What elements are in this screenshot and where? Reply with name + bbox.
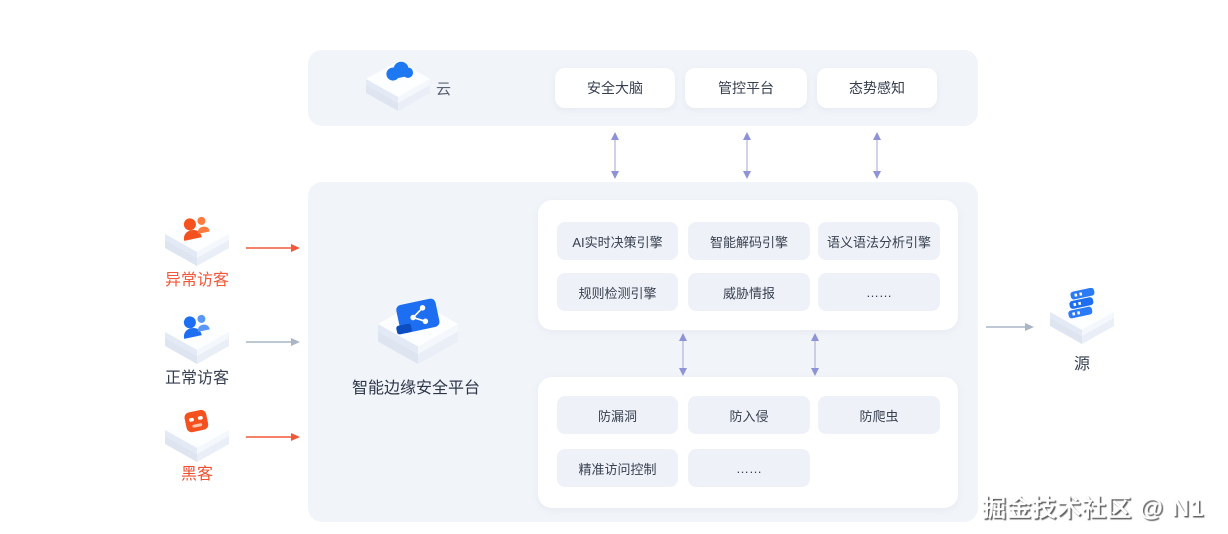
protection-card: 防漏洞 防入侵 防爬虫 精准访问控制 …… <box>538 377 958 508</box>
cloud-module-situation-awareness: 态势感知 <box>817 68 937 108</box>
cloud-module-security-brain: 安全大脑 <box>555 68 675 108</box>
chip-precise-access-control: 精准访问控制 <box>557 449 678 487</box>
normal-visitor-icon <box>165 314 229 364</box>
updown-arrow-icon <box>679 333 687 376</box>
chip-decode-engine: 智能解码引擎 <box>688 222 810 260</box>
watermark: 掘金技术社区 @ N1 <box>982 495 1205 522</box>
right-arrow-icon <box>246 244 300 252</box>
source-server-icon <box>1050 288 1114 344</box>
source-label: 源 <box>1073 356 1090 373</box>
right-arrow-icon <box>246 338 300 346</box>
chip-anti-intrusion: 防入侵 <box>688 396 810 434</box>
abnormal-visitor-label: 异常访客 <box>164 272 229 289</box>
chip-threat-intel: 威胁情报 <box>688 273 810 311</box>
cloud-platform-icon <box>366 61 430 111</box>
chip-more-protections: …… <box>688 449 810 487</box>
chip-anti-crawler: 防爬虫 <box>818 396 940 434</box>
cloud-panel: 云 安全大脑 管控平台 态势感知 <box>308 50 978 126</box>
chip-more-engines: …… <box>818 273 940 311</box>
abnormal-visitor-icon <box>165 216 229 266</box>
chip-rule-detection-engine: 规则检测引擎 <box>557 273 678 311</box>
edge-platform-label: 智能边缘安全平台 <box>351 380 480 397</box>
normal-visitor-label: 正常访客 <box>164 370 229 387</box>
cloud-label: 云 <box>436 80 452 98</box>
hacker-icon <box>165 409 229 462</box>
edge-platform-panel: 智能边缘安全平台 AI实时决策引擎 智能解码引擎 语义语法分析引擎 规则检测引擎… <box>308 182 978 522</box>
cloud-module-control-platform: 管控平台 <box>685 68 807 108</box>
chip-anti-vulnerability: 防漏洞 <box>557 396 678 434</box>
engine-card: AI实时决策引擎 智能解码引擎 语义语法分析引擎 规则检测引擎 威胁情报 …… <box>538 200 958 330</box>
updown-arrow-icon <box>873 132 881 179</box>
hacker-label: 黑客 <box>180 466 213 483</box>
chip-ai-decision-engine: AI实时决策引擎 <box>557 222 678 260</box>
right-arrow-icon <box>246 433 300 441</box>
chip-semantic-engine: 语义语法分析引擎 <box>818 222 940 260</box>
updown-arrow-icon <box>811 333 819 376</box>
right-arrow-icon <box>986 323 1034 331</box>
edge-chip-platform-icon <box>378 298 458 364</box>
updown-arrow-icon <box>743 132 751 179</box>
updown-arrow-icon <box>611 132 619 179</box>
